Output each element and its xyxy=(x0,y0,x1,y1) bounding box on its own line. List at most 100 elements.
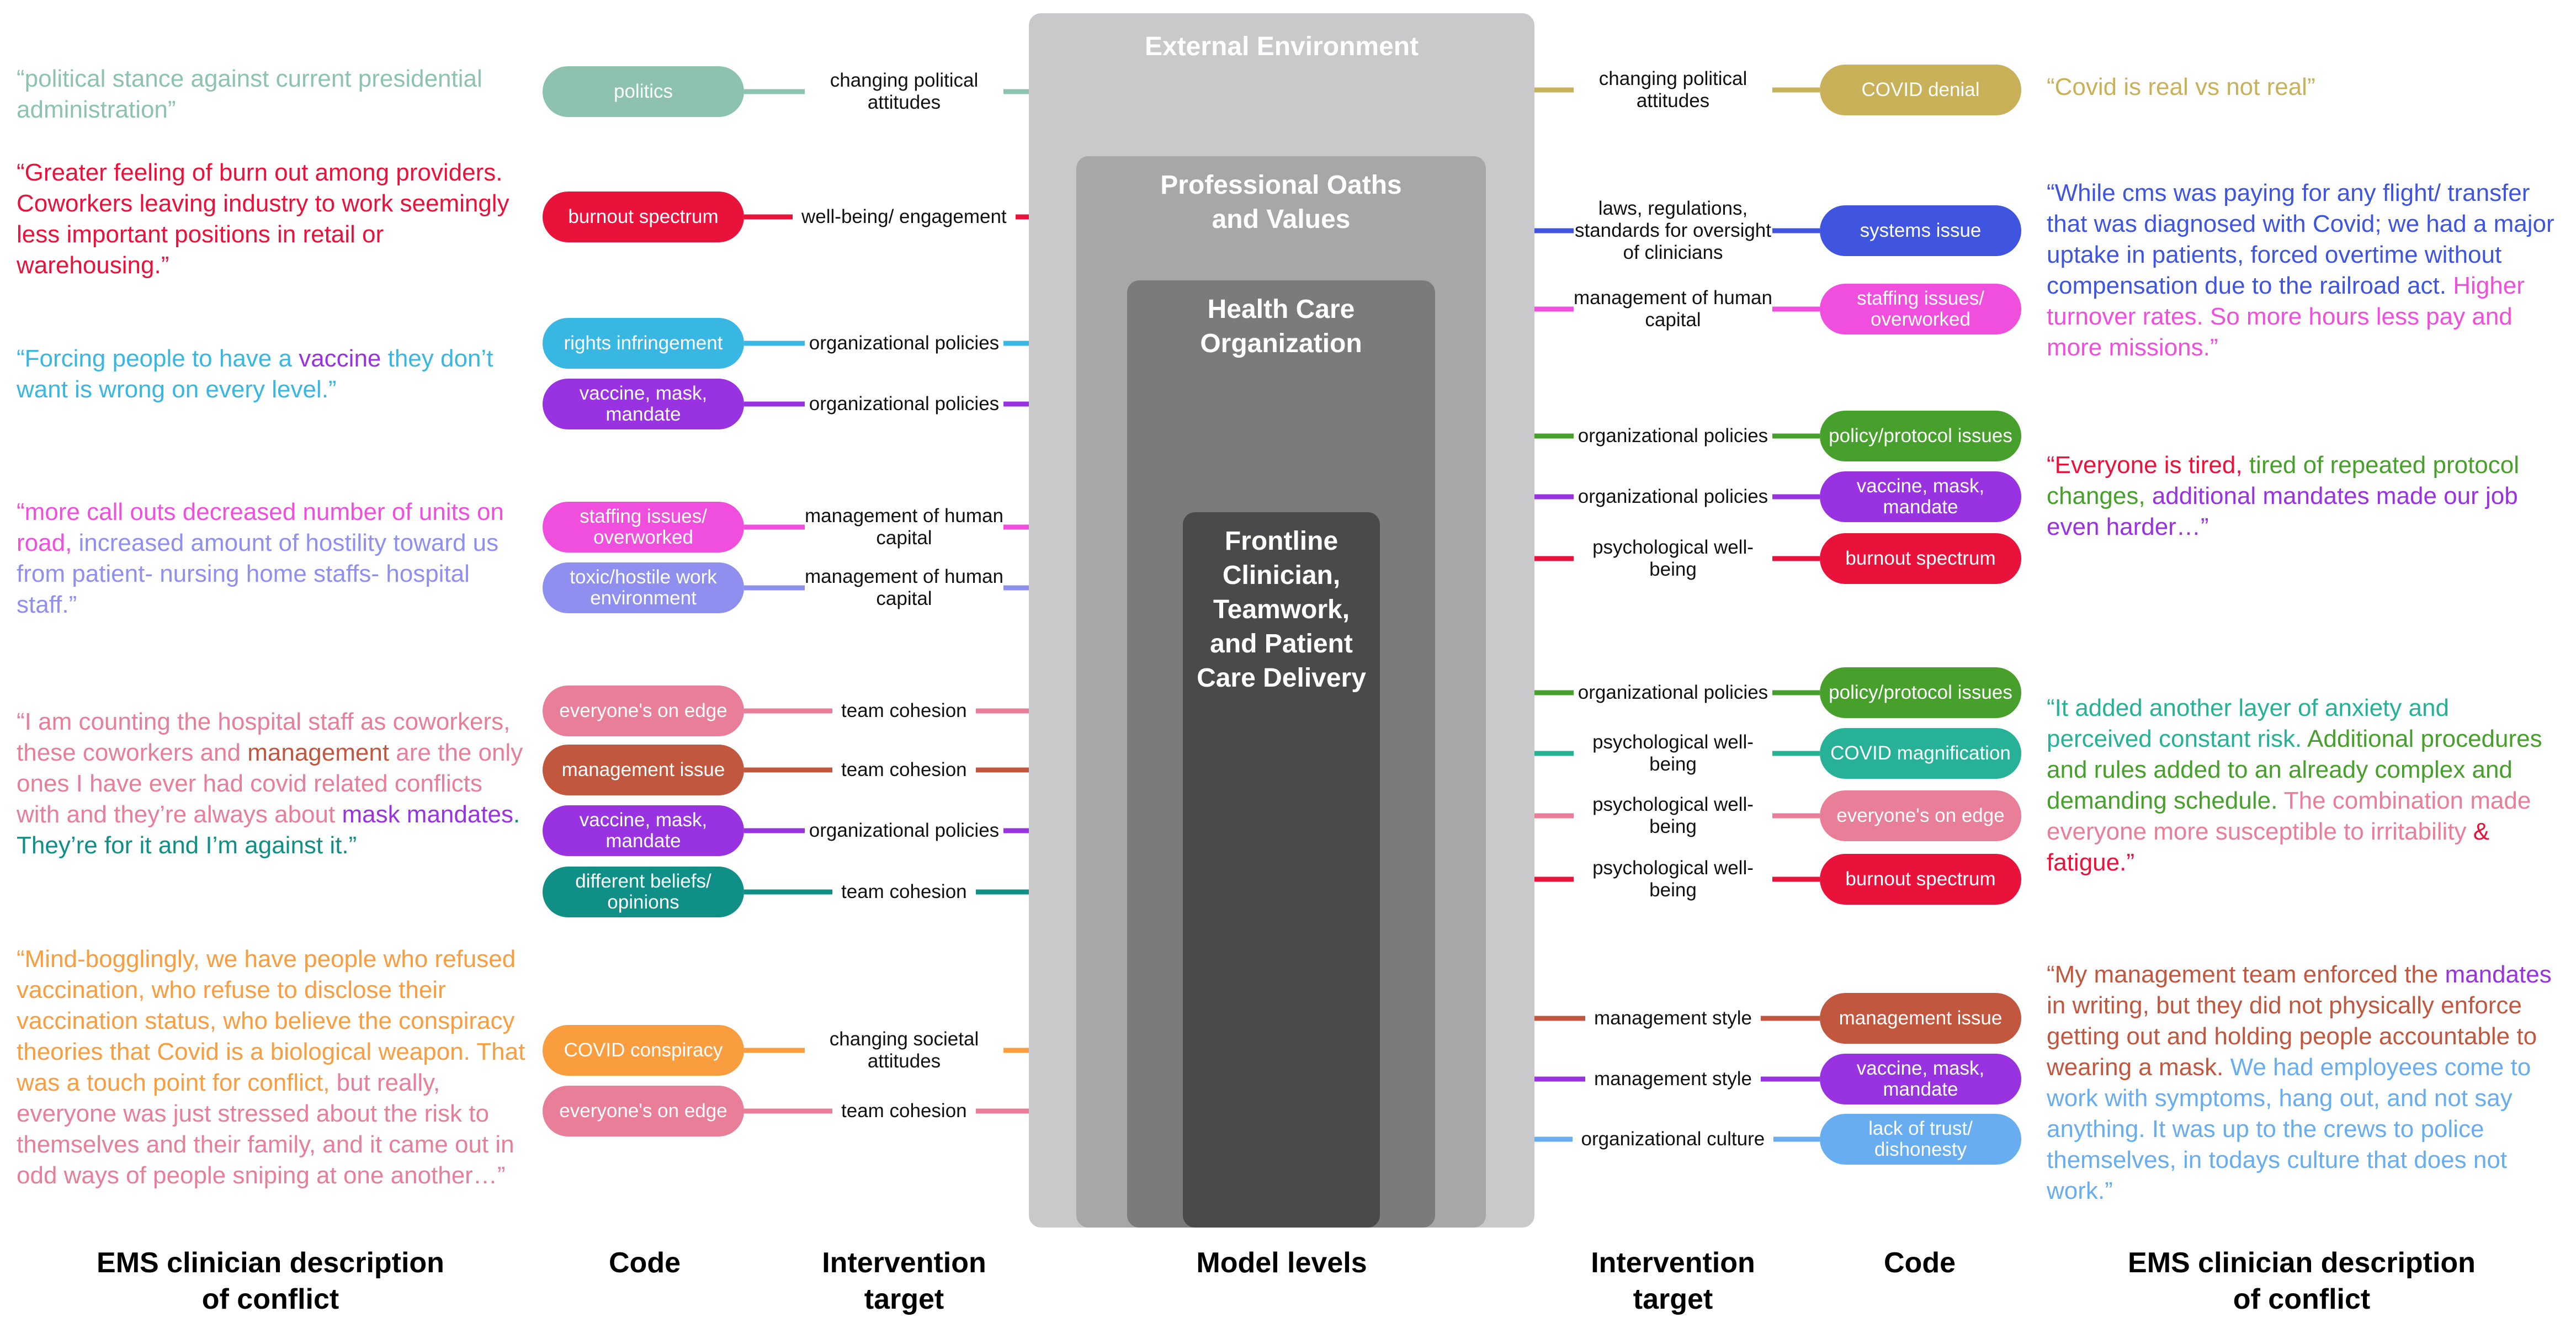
header-right-code: Code xyxy=(1884,1247,1956,1279)
right-code-pill: policy/protocol issues xyxy=(1820,411,2021,461)
quote-segment: & fatigue.” xyxy=(2047,818,2490,876)
left-intervention-target: team cohesion xyxy=(832,759,976,781)
right-intervention-target: changing political attitudes xyxy=(1574,68,1772,112)
right-intervention-target: psychological well-being xyxy=(1574,857,1772,901)
left-code-pill: burnout spectrum xyxy=(543,192,744,242)
right-conflict-quote: “My management team enforced the mandate… xyxy=(2047,959,2560,1207)
header-model-levels: Model levels xyxy=(1196,1247,1367,1279)
level-frontline-clinician: Frontline Clinician, Teamwork, and Patie… xyxy=(1183,512,1380,1228)
header-left-code: Code xyxy=(609,1247,681,1279)
header-left-description: EMS clinician description of conflict xyxy=(97,1247,444,1315)
quote-segment: “Covid is real vs not real” xyxy=(2047,73,2315,100)
quote-segment: “Everyone is tired, xyxy=(2047,451,2249,479)
left-intervention-target: changing societal attitudes xyxy=(805,1028,1003,1072)
quote-segment: “political stance against current presid… xyxy=(17,65,482,123)
left-intervention-target: organizational policies xyxy=(805,382,1003,426)
quote-segment: tired of repeated protocol changes, xyxy=(2047,451,2520,509)
right-intervention-target: management style xyxy=(1585,1007,1761,1029)
left-code-pill: vaccine, mask, mandate xyxy=(543,805,744,856)
right-intervention-target: psychological well-being xyxy=(1574,794,1772,838)
quote-segment: The combination made everyone more susce… xyxy=(2047,787,2531,845)
quote-segment: in writing, but they did not physically … xyxy=(2047,992,2537,1081)
quote-segment: “Greater feeling of burn out among provi… xyxy=(17,159,509,279)
level-title: Professional Oaths and Values xyxy=(1160,171,1402,234)
level-title: Frontline Clinician, Teamwork, and Patie… xyxy=(1197,527,1366,693)
left-intervention-target: organizational policies xyxy=(805,809,1003,853)
left-code-pill: management issue xyxy=(543,745,744,795)
quote-segment: but really, everyone was just stressed a… xyxy=(17,1069,514,1189)
quote-segment: management xyxy=(247,739,390,766)
right-code-pill: COVID magnification xyxy=(1820,728,2021,779)
quote-segment: mask mandates xyxy=(342,801,514,828)
right-conflict-quote: “It added another layer of anxiety and p… xyxy=(2047,693,2560,878)
left-intervention-target: team cohesion xyxy=(832,700,976,722)
quote-segment: “It added another layer of anxiety and p… xyxy=(2047,694,2449,752)
right-intervention-target: psychological well-being xyxy=(1574,536,1772,581)
right-code-pill: everyone's on edge xyxy=(1820,790,2021,841)
quote-segment: Higher turnover rates. So more hours les… xyxy=(2047,272,2525,361)
quote-segment: increased amount of hostility toward us … xyxy=(17,529,499,618)
quote-segment: “more call outs decreased number of unit… xyxy=(17,498,504,556)
right-intervention-target: organizational policies xyxy=(1574,671,1772,715)
left-code-pill: toxic/hostile work environment xyxy=(543,562,744,613)
right-intervention-target: laws, regulations, standards for oversig… xyxy=(1574,198,1772,264)
right-code-pill: lack of trust/ dishonesty xyxy=(1820,1114,2021,1165)
left-intervention-target: changing political attitudes xyxy=(805,70,1003,114)
right-intervention-target: management style xyxy=(1585,1068,1761,1090)
quote-segment: . They’re for it and I’m against it.” xyxy=(17,801,520,859)
quote-segment: “While cms was paying for any flight/ tr… xyxy=(2047,179,2554,299)
right-intervention-target: psychological well-being xyxy=(1574,731,1772,775)
header-right-target: Intervention target xyxy=(1591,1247,1755,1315)
left-code-pill: staffing issues/ overworked xyxy=(543,502,744,553)
level-title: External Environment xyxy=(1144,32,1419,61)
left-conflict-quote: “more call outs decreased number of unit… xyxy=(17,497,524,620)
left-code-pill: politics xyxy=(543,66,744,117)
quote-segment: Additional procedures and rules added to… xyxy=(2047,725,2542,814)
right-code-pill: burnout spectrum xyxy=(1820,854,2021,905)
left-intervention-target: management of human capital xyxy=(805,566,1003,610)
right-code-pill: vaccine, mask, mandate xyxy=(1820,471,2021,522)
left-code-pill: everyone's on edge xyxy=(543,1086,744,1136)
quote-segment: are the only ones I have ever had covid … xyxy=(17,739,523,828)
right-code-pill: vaccine, mask, mandate xyxy=(1820,1054,2021,1104)
right-code-pill: COVID denial xyxy=(1820,65,2021,115)
left-intervention-target: well-being/ engagement xyxy=(793,206,1016,228)
left-conflict-quote: “political stance against current presid… xyxy=(17,63,530,125)
right-conflict-quote: “While cms was paying for any flight/ tr… xyxy=(2047,178,2560,363)
right-code-pill: burnout spectrum xyxy=(1820,533,2021,584)
quote-segment: mandates xyxy=(2445,961,2552,988)
left-code-pill: everyone's on edge xyxy=(543,686,744,736)
right-code-pill: policy/protocol issues xyxy=(1820,667,2021,718)
left-intervention-target: organizational policies xyxy=(805,321,1003,365)
quote-segment: they don’t want is wrong on every level.… xyxy=(17,345,493,403)
quote-segment: vaccine xyxy=(299,345,381,372)
left-code-pill: COVID conspiracy xyxy=(543,1025,744,1076)
left-intervention-target: management of human capital xyxy=(805,505,1003,549)
left-code-pill: vaccine, mask, mandate xyxy=(543,379,744,429)
quote-segment: “Forcing people to have a xyxy=(17,345,299,372)
left-conflict-quote: “Mind-bogglingly, we have people who ref… xyxy=(17,944,530,1191)
left-code-pill: different beliefs/ opinions xyxy=(543,867,744,917)
right-code-pill: systems issue xyxy=(1820,205,2021,256)
left-conflict-quote: “Greater feeling of burn out among provi… xyxy=(17,157,530,281)
right-code-pill: staffing issues/ overworked xyxy=(1820,284,2021,334)
right-intervention-target: management of human capital xyxy=(1574,287,1772,331)
left-code-pill: rights infringement xyxy=(543,318,744,369)
right-conflict-quote: “Everyone is tired, tired of repeated pr… xyxy=(2047,450,2560,543)
quote-segment: “Mind-bogglingly, we have people who ref… xyxy=(17,945,525,1096)
header-right-description: EMS clinician description of conflict xyxy=(2128,1247,2476,1315)
header-left-target: Intervention target xyxy=(822,1247,986,1315)
quote-segment: We had employees come to work with sympt… xyxy=(2047,1054,2531,1204)
left-intervention-target: team cohesion xyxy=(832,881,976,903)
right-intervention-target: organizational policies xyxy=(1574,414,1772,458)
quote-segment: “I am counting the hospital staff as cow… xyxy=(17,708,511,766)
left-conflict-quote: “I am counting the hospital staff as cow… xyxy=(17,707,530,861)
left-intervention-target: team cohesion xyxy=(832,1100,976,1122)
left-conflict-quote: “Forcing people to have a vaccine they d… xyxy=(17,343,502,405)
right-intervention-target: organizational culture xyxy=(1572,1128,1774,1150)
quote-segment: additional mandates made our job even ha… xyxy=(2047,482,2518,540)
right-conflict-quote: “Covid is real vs not real” xyxy=(2047,72,2560,103)
level-title: Health Care Organization xyxy=(1200,295,1362,358)
right-intervention-target: organizational policies xyxy=(1574,475,1772,519)
